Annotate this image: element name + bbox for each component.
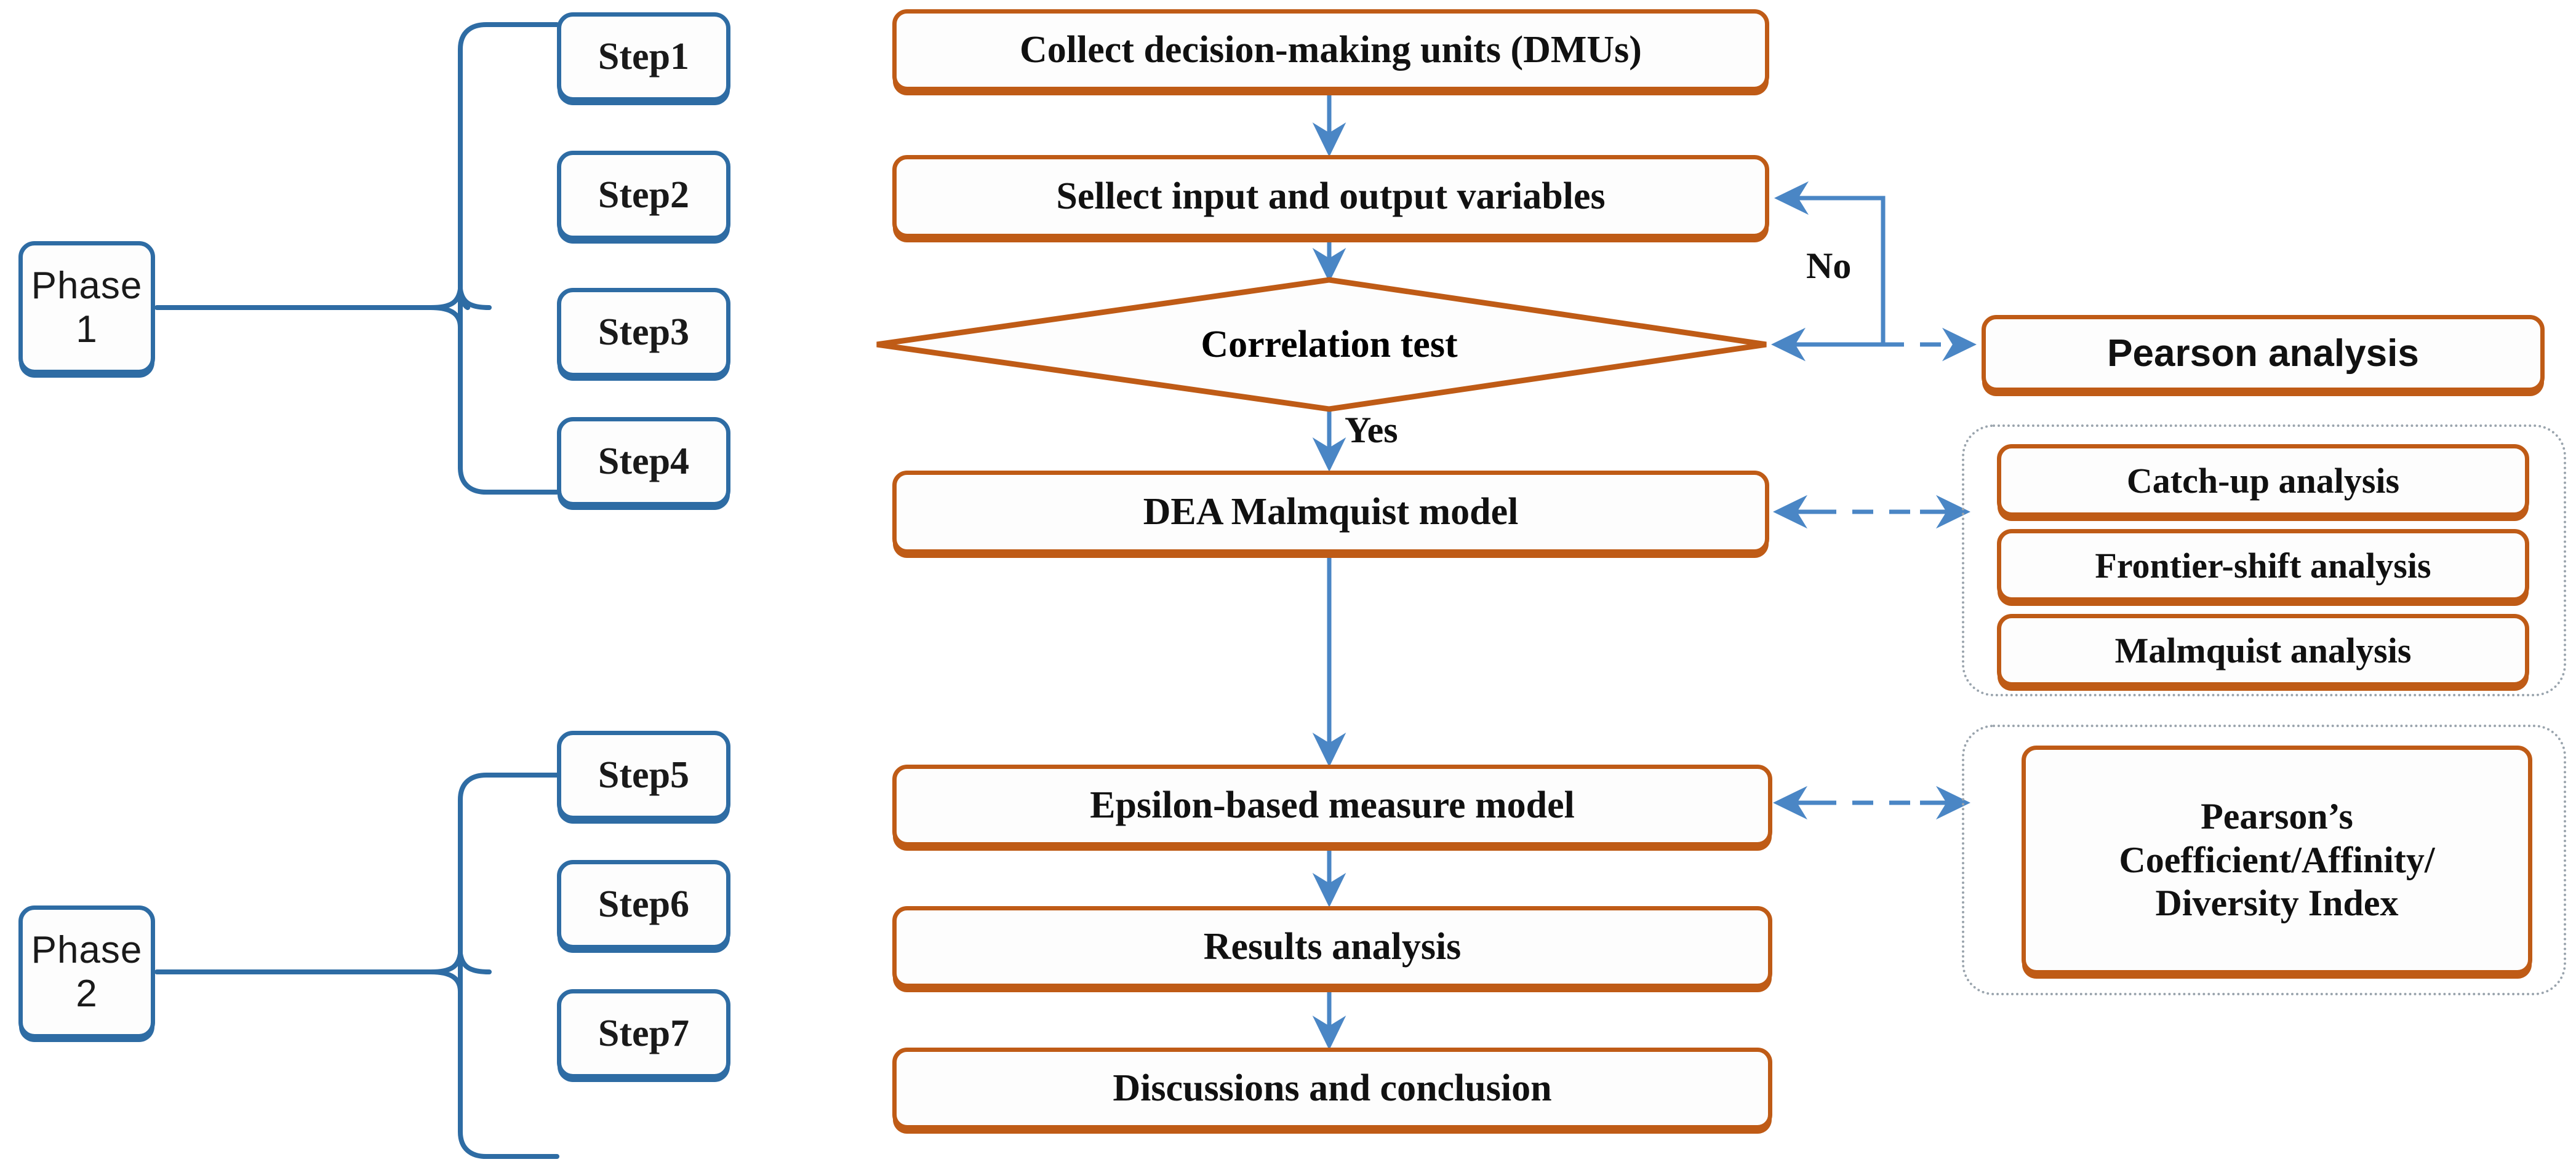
group-pearson-index xyxy=(1962,725,2566,995)
dashed-link-heads xyxy=(1773,495,1970,820)
step-4-label: Step4 xyxy=(598,440,690,482)
side-box-pearson-analysis[interactable]: Pearson analysis xyxy=(1982,315,2545,392)
process-box-epsilon-measure[interactable]: Epsilon-based measure model xyxy=(892,765,1772,846)
phase-box-2[interactable]: Phase 2 xyxy=(18,905,155,1038)
frontier-shift-analysis-label: Frontier-shift analysis xyxy=(2095,545,2431,586)
dea-malmquist-label: DEA Malmquist model xyxy=(1143,491,1519,533)
step-box-2[interactable]: Step2 xyxy=(557,151,730,240)
side-box-catchup-analysis[interactable]: Catch-up analysis xyxy=(1997,444,2529,517)
select-variables-label: Sellect input and output variables xyxy=(1056,175,1606,217)
process-box-results-analysis[interactable]: Results analysis xyxy=(892,906,1772,988)
dashed-links xyxy=(1778,327,1977,805)
no-text: No xyxy=(1806,245,1852,286)
process-box-select-variables[interactable]: Sellect input and output variables xyxy=(892,155,1769,238)
step-box-6[interactable]: Step6 xyxy=(557,860,730,949)
edge-label-yes: Yes xyxy=(1345,409,1398,452)
step-6-label: Step6 xyxy=(598,883,690,925)
pearson-analysis-label: Pearson analysis xyxy=(2107,332,2419,375)
phase-2-label: Phase 2 xyxy=(31,929,143,1015)
phase-box-1[interactable]: Phase 1 xyxy=(18,241,155,374)
catchup-analysis-label: Catch-up analysis xyxy=(2126,460,2400,501)
group-malmquist-decomposition xyxy=(1962,424,2566,696)
correlation-test-label: Correlation test xyxy=(1201,323,1458,365)
pearson-index-line-1: Pearson’s xyxy=(2201,795,2353,837)
step-3-label: Step3 xyxy=(598,311,690,353)
pearson-index-line-2: Coefficient/Affinity/ xyxy=(2119,839,2435,880)
step-box-7[interactable]: Step7 xyxy=(557,989,730,1078)
yes-text: Yes xyxy=(1345,410,1398,450)
pearson-index-line-3: Diversity Index xyxy=(2155,883,2399,924)
step-2-label: Step2 xyxy=(598,174,690,216)
step-box-5[interactable]: Step5 xyxy=(557,731,730,820)
step-box-3[interactable]: Step3 xyxy=(557,288,730,377)
discussions-conclusion-label: Discussions and conclusion xyxy=(1113,1067,1552,1109)
phase1-brace xyxy=(154,22,559,495)
edge-label-no: No xyxy=(1806,245,1851,287)
side-box-malmquist-analysis[interactable]: Malmquist analysis xyxy=(1997,614,2529,686)
step-1-label: Step1 xyxy=(598,36,690,78)
malmquist-analysis-label: Malmquist analysis xyxy=(2114,630,2412,671)
step-box-4[interactable]: Step4 xyxy=(557,417,730,506)
decision-correlation-test[interactable]: Correlation test xyxy=(1046,308,1612,381)
side-box-pearson-index[interactable]: Pearson’s Coefficient/Affinity/ Diversit… xyxy=(2022,746,2532,974)
process-box-dea-malmquist[interactable]: DEA Malmquist model xyxy=(892,471,1769,554)
phase-1-label: Phase 1 xyxy=(31,265,143,351)
phase2-brace xyxy=(154,773,559,1159)
results-analysis-label: Results analysis xyxy=(1203,926,1462,968)
collect-dmus-label: Collect decision-making units (DMUs) xyxy=(1020,29,1642,71)
step-box-1[interactable]: Step1 xyxy=(557,12,730,101)
epsilon-measure-label: Epsilon-based measure model xyxy=(1090,784,1575,826)
process-box-discussions-conclusion[interactable]: Discussions and conclusion xyxy=(892,1048,1772,1129)
process-box-collect-dmus[interactable]: Collect decision-making units (DMUs) xyxy=(892,9,1769,91)
step-7-label: Step7 xyxy=(598,1013,690,1054)
side-box-frontier-shift-analysis[interactable]: Frontier-shift analysis xyxy=(1997,529,2529,602)
step-5-label: Step5 xyxy=(598,754,690,796)
